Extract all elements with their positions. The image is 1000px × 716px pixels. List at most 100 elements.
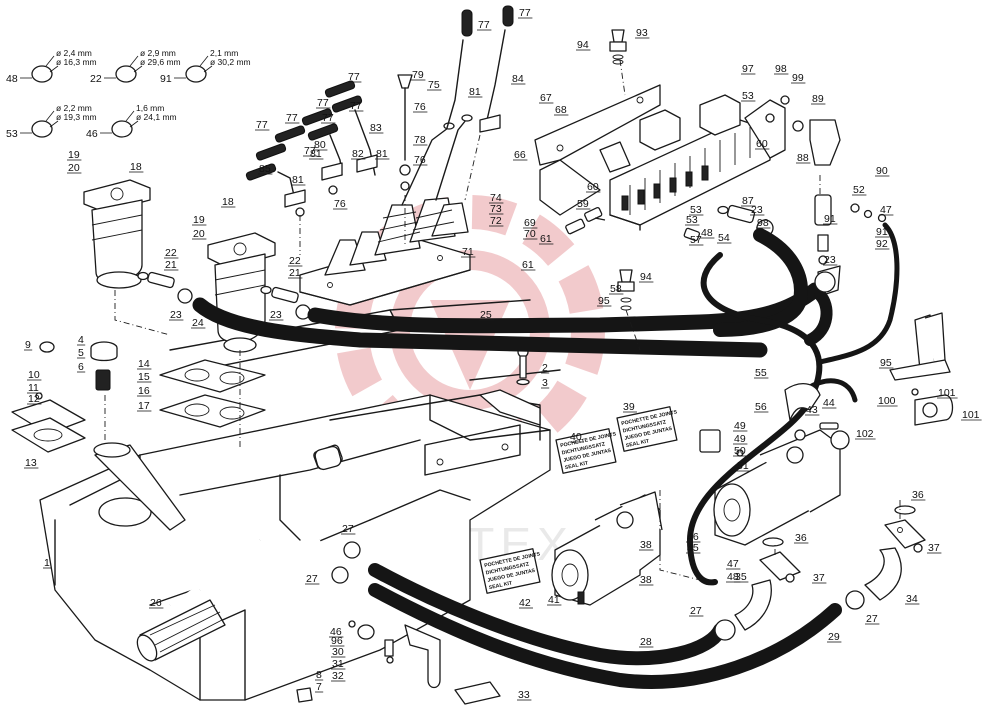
part-callout: 77	[316, 97, 331, 109]
part-callout: 36	[911, 489, 926, 501]
part-number-label: 48	[701, 227, 713, 239]
part-callout: 76	[413, 101, 428, 113]
part-number-label: 81	[292, 174, 304, 186]
part-number-label: 81	[376, 148, 388, 160]
part-number-label: 58	[610, 283, 622, 295]
part-number-label: 14	[138, 358, 150, 370]
part-number-label: 29	[828, 631, 840, 643]
part-number-label: 50	[734, 445, 746, 457]
part-callout: 60	[586, 181, 601, 193]
part-callout: 82	[351, 148, 366, 160]
part-number-label: 51	[737, 460, 749, 472]
return-filter-left	[83, 179, 151, 289]
part-number-label: 21	[289, 267, 301, 279]
part-number-label: 11	[28, 382, 39, 394]
part-callout: 89	[811, 93, 826, 105]
part-callout: 19	[192, 214, 207, 226]
part-number-label: 20	[68, 162, 80, 174]
part-callout: 61	[539, 233, 554, 245]
part-number-label: 73	[490, 203, 502, 215]
seal-kit-text: SEAL KIT	[625, 438, 650, 449]
part-number-label: 101	[962, 409, 980, 421]
part-number-label: 97	[742, 63, 754, 75]
part-callout: 97	[741, 63, 756, 75]
part-number-label: 91	[876, 226, 888, 238]
part-number-label: 27	[690, 605, 702, 617]
part-callout: 98	[756, 217, 771, 229]
part-number-label: 81	[469, 86, 481, 98]
part-callout: 87	[741, 195, 756, 207]
part-callout: 27	[341, 523, 356, 535]
part-callout: 37	[812, 572, 827, 584]
part-number-label: 37	[928, 542, 940, 554]
part-callout: 90	[875, 165, 890, 177]
part-number-label: 60	[756, 138, 768, 150]
part-number-label: 20	[193, 228, 205, 240]
part-number-label: 36	[912, 489, 924, 501]
part-number-label: 76	[334, 198, 346, 210]
part-callout: 59	[576, 198, 591, 210]
part-callout: 93	[635, 27, 650, 39]
part-callout: 7	[315, 681, 324, 693]
part-callout: 61	[521, 259, 536, 271]
part-number-label: 5	[78, 347, 84, 359]
part-callout: 29	[827, 631, 842, 643]
seal-ref-number: 48	[6, 73, 18, 85]
part-number-label: 85	[259, 163, 271, 175]
part-callout: 23	[269, 309, 284, 321]
part-number-label: 61	[522, 259, 534, 271]
part-callout: 92	[875, 238, 890, 250]
part-callout: 83	[369, 122, 384, 134]
part-callout: 101	[937, 387, 958, 399]
part-callout: 67	[539, 92, 554, 104]
part-callout: 14	[137, 358, 152, 370]
seal-dimension-item: 53ø 2,2 mmø 19,3 mm	[6, 103, 97, 140]
seal-dimension-item: 48ø 2,4 mmø 16,3 mm	[6, 48, 97, 85]
seal-ref-number: 53	[6, 128, 18, 140]
hydraulic-tank-frame	[39, 299, 561, 701]
part-callout: 46	[686, 531, 701, 543]
part-number-label: 23	[824, 254, 836, 266]
part-callout: 26	[149, 597, 164, 609]
part-callout: 56	[754, 401, 769, 413]
control-valve-block	[534, 84, 786, 235]
part-number-label: 92	[876, 238, 888, 250]
part-number-label: 35	[735, 571, 747, 583]
part-callout: 23	[750, 204, 765, 216]
part-callout: 91	[823, 213, 838, 225]
filter-gaskets	[11, 359, 266, 453]
part-callout: 77	[347, 71, 362, 83]
seal-dimension-text: ø 2,9 mm	[140, 48, 176, 58]
part-number-label: 24	[192, 317, 204, 329]
part-callout: 13	[24, 457, 39, 469]
part-number-label: 18	[222, 196, 234, 208]
part-number-label: 15	[138, 371, 150, 383]
part-number-label: 52	[853, 184, 865, 196]
part-callout: 48	[700, 227, 715, 239]
part-callout: 43	[805, 404, 820, 416]
part-number-label: 54	[718, 232, 730, 244]
part-number-label: 94	[640, 271, 652, 283]
hose-clamps	[331, 271, 865, 705]
seal-dimension-text: ø 19,3 mm	[56, 112, 97, 122]
part-callout: 77	[303, 145, 318, 157]
part-callout: 78	[413, 134, 428, 146]
part-number-label: 18	[130, 161, 142, 173]
seal-dimension-text: ø 30,2 mm	[210, 57, 251, 67]
part-number-label: 1	[44, 557, 50, 569]
seal-ref-number: 91	[160, 73, 172, 85]
part-callout: 5	[77, 347, 86, 359]
part-callout: 53	[685, 214, 700, 226]
part-callout: 34	[905, 593, 920, 605]
part-number-label: 77	[322, 112, 334, 124]
part-number-label: 74	[490, 192, 502, 204]
part-callout: 28	[639, 636, 654, 648]
part-callout: 72	[489, 215, 504, 227]
part-callout: 22	[164, 247, 179, 259]
part-number-label: 98	[757, 217, 769, 229]
part-number-label: 77	[348, 71, 360, 83]
part-number-label: 53	[690, 204, 702, 216]
part-callout: 10	[27, 369, 42, 381]
part-number-label: 68	[555, 104, 567, 116]
